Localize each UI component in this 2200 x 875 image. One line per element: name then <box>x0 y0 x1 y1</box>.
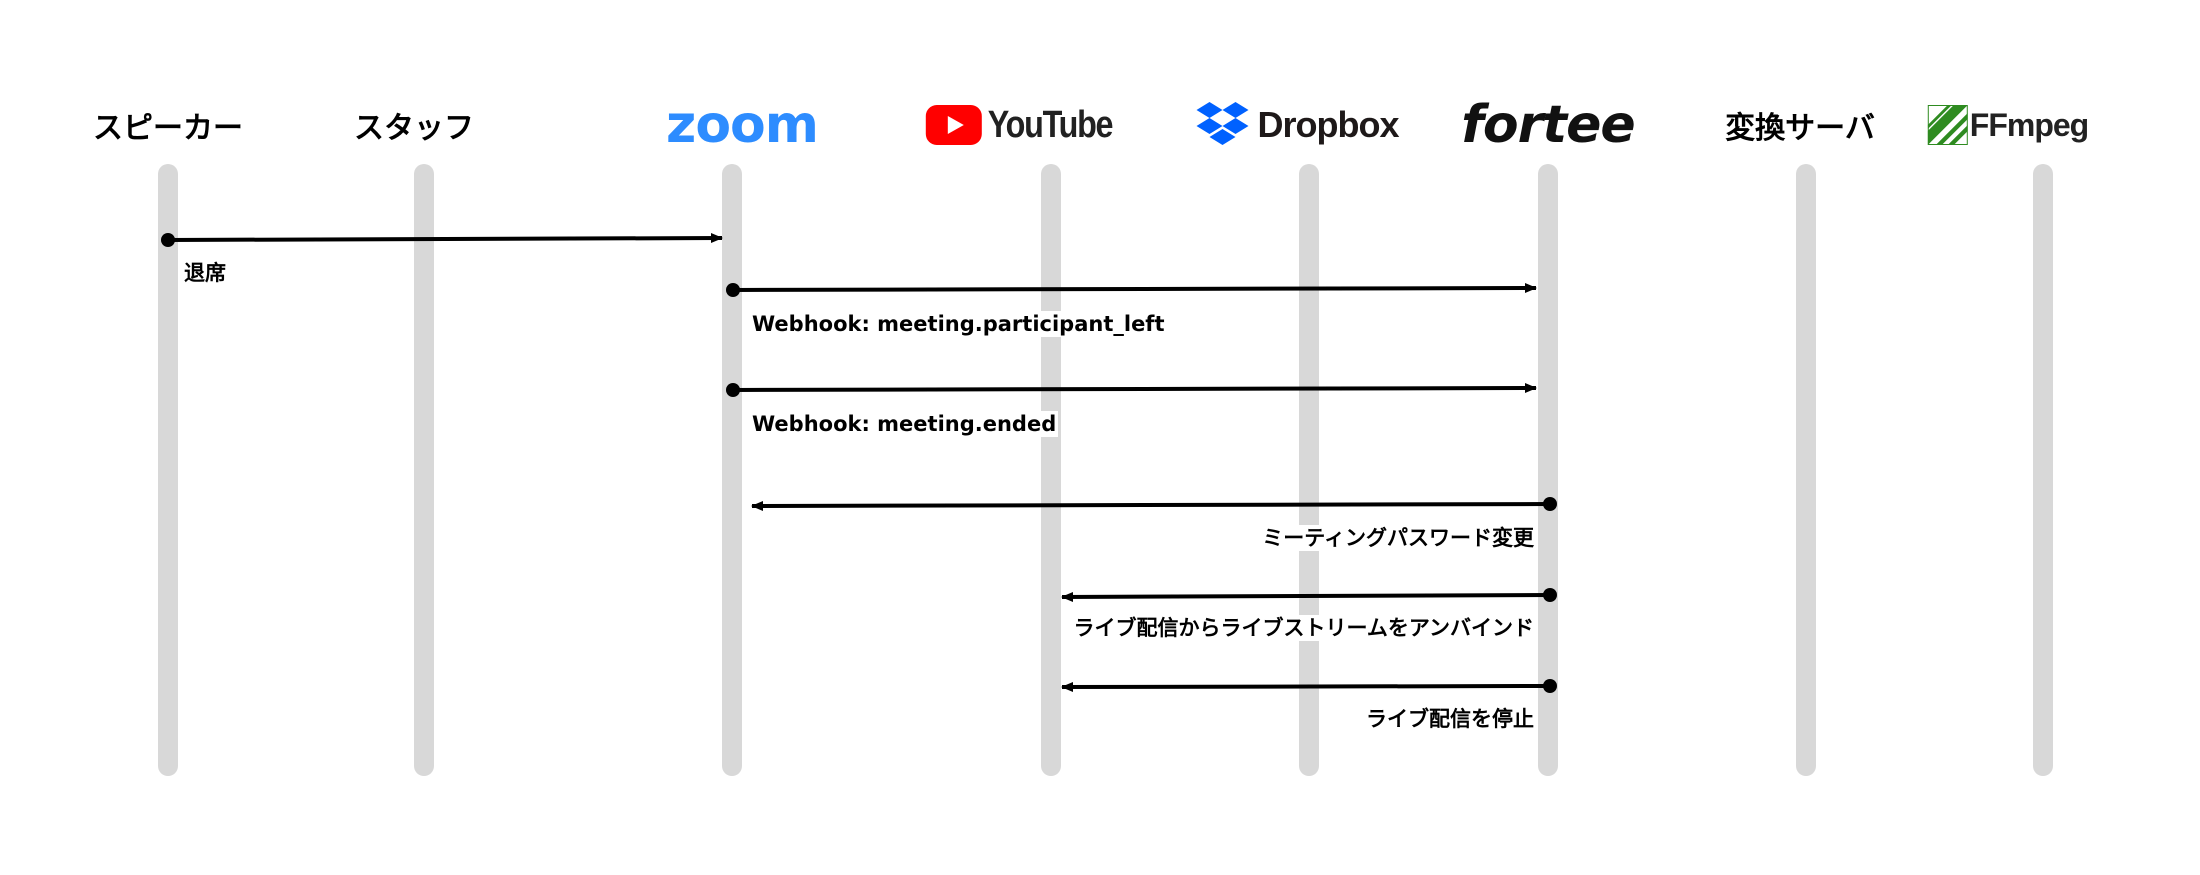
message-5-origin-dot <box>1543 588 1557 602</box>
message-5-arrow <box>1061 588 1557 602</box>
zoom-logo: zoom <box>666 95 819 155</box>
actor-zoom: zoom <box>666 95 819 155</box>
youtube-wordmark: YouTube <box>987 103 1114 146</box>
lifeline-staff <box>414 164 434 776</box>
message-2-label: Webhook: meeting.participant_left <box>750 311 1167 337</box>
message-1-arrow <box>161 233 723 247</box>
message-5-label: ライブ配信からライブストリームをアンバインド <box>1071 615 1536 641</box>
actor-converter-label: 変換サーバ <box>1725 111 1875 146</box>
actor-youtube: YouTube <box>925 98 1134 152</box>
message-1-label: 退席 <box>182 260 228 286</box>
actor-fortee: fortee <box>1461 95 1635 155</box>
message-2-origin-dot <box>726 283 740 297</box>
actor-speaker: スピーカー <box>93 98 243 152</box>
actor-staff-label: スタッフ <box>354 111 474 146</box>
actor-converter: 変換サーバ <box>1725 98 1875 152</box>
ffmpeg-wordmark: FFmpeg <box>1969 106 2089 143</box>
actor-speaker-label: スピーカー <box>93 111 243 146</box>
fortee-logo: fortee <box>1461 95 1635 155</box>
message-2-arrow <box>726 283 1537 297</box>
lifeline-converter <box>1796 164 1816 776</box>
message-6-label: ライブ配信を停止 <box>1364 706 1536 732</box>
message-4-origin-dot <box>1543 497 1557 511</box>
lifeline-fortee <box>1538 164 1558 776</box>
youtube-play-icon <box>925 105 982 145</box>
actor-dropbox: Dropbox <box>1196 98 1400 152</box>
message-4-arrow <box>751 497 1557 511</box>
dropbox-box-icon <box>1196 102 1249 145</box>
message-6-origin-dot <box>1543 679 1557 693</box>
message-6-arrow <box>1061 679 1557 693</box>
lifeline-ffmpeg <box>2033 164 2053 776</box>
actor-staff: スタッフ <box>354 98 474 152</box>
lifeline-zoom <box>722 164 742 776</box>
ffmpeg-logo: FFmpeg <box>1927 105 2089 145</box>
message-1-origin-dot <box>161 233 175 247</box>
message-4-label: ミーティングパスワード変更 <box>1260 525 1536 551</box>
ffmpeg-icon <box>1927 105 1968 145</box>
actor-ffmpeg: FFmpeg <box>1927 98 2089 152</box>
dropbox-logo: Dropbox <box>1196 100 1400 150</box>
youtube-logo: YouTube <box>925 103 1134 147</box>
message-3-arrow <box>726 383 1537 397</box>
message-3-origin-dot <box>726 383 740 397</box>
message-3-label: Webhook: meeting.ended <box>750 411 1059 437</box>
lifeline-speaker <box>158 164 178 776</box>
dropbox-wordmark: Dropbox <box>1257 104 1400 145</box>
